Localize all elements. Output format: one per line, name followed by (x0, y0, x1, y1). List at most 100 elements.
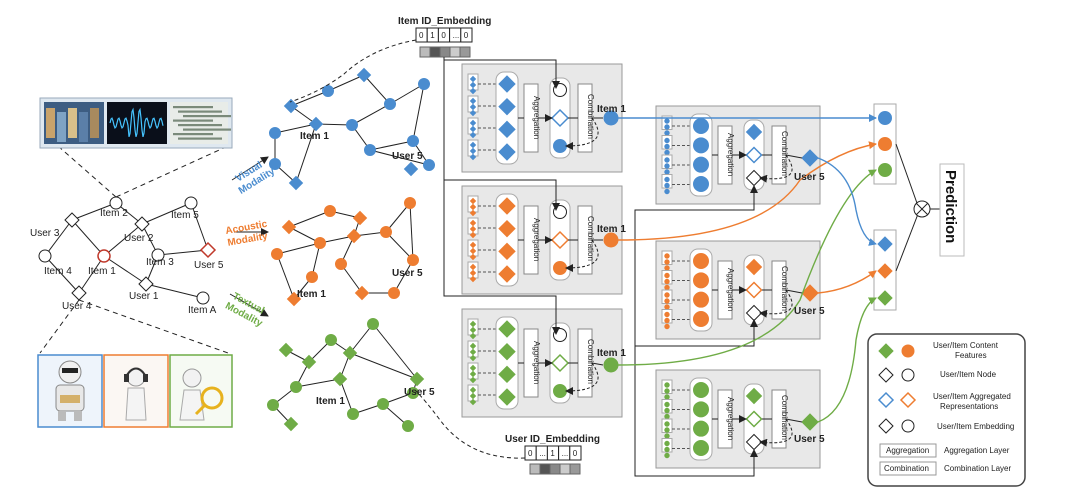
feature-dot (664, 253, 670, 259)
video-thumb (90, 108, 99, 138)
subgraph-node (288, 175, 304, 191)
neighbor-node (498, 97, 516, 116)
acoustic-subgraph-user5: User 5 (392, 268, 423, 279)
neighbor-node (693, 401, 709, 418)
subgraph-node (308, 116, 324, 132)
textual-subgraph-item1: Item 1 (316, 396, 345, 407)
feature-dot (664, 323, 670, 330)
feature-dot (469, 354, 477, 362)
visual-subgraph-item1: Item 1 (300, 131, 329, 142)
user-rep-textual (877, 290, 893, 306)
subgraph-node (402, 420, 414, 432)
acoustic-modality-label: Acoustic Modality (225, 219, 269, 249)
legend-combination-chip (879, 461, 937, 476)
neighbor-node (498, 242, 516, 261)
user-id-embedding: 0...1...0 (414, 389, 582, 475)
legend-aggregated-line1: User/Item Aggregated (933, 392, 1011, 401)
feature-dot (469, 87, 477, 95)
content-node (553, 139, 567, 153)
graph-edge (44, 255, 80, 294)
feature-dot (664, 278, 670, 285)
text-line (178, 110, 222, 113)
audio-waveform (107, 102, 167, 144)
feature-dot (469, 209, 477, 217)
graph-edge (157, 249, 209, 256)
item-bit: 1 (430, 31, 435, 40)
feature-dot (664, 427, 670, 433)
legend (867, 333, 1026, 487)
feature-dot (664, 259, 670, 265)
feature-dot (469, 269, 477, 277)
subgraph-node (407, 254, 419, 266)
textual-item-panel-output: Item 1 (597, 348, 626, 359)
combination-label: Combination (780, 266, 789, 311)
graph-node-user3 (64, 212, 80, 228)
item-embedding-cell (449, 46, 461, 58)
graph-node-item5 (184, 196, 198, 210)
feature-dot (469, 131, 477, 139)
bottom-media-strip (37, 354, 233, 428)
acoustic-subgraph-item1: Item 1 (297, 289, 326, 300)
feature-dot (664, 413, 670, 420)
graph-edge (103, 223, 143, 257)
neighbor-node (498, 388, 516, 406)
robot-leg (58, 411, 66, 421)
figure-head (182, 368, 202, 388)
subgraph-node (281, 219, 297, 235)
prediction-box (939, 163, 965, 257)
neighbor-node (693, 420, 709, 437)
visual-user-route (817, 157, 877, 246)
legend-content-features-line1: User/Item Content (933, 341, 999, 350)
robot-leg (74, 411, 82, 421)
subgraph-node (377, 398, 389, 410)
feature-dot (664, 149, 670, 156)
aggregation-label: Aggregation (726, 397, 735, 440)
graph-edge (44, 219, 73, 257)
subgraph-node (346, 119, 358, 131)
subgraph-edge (389, 83, 425, 105)
subgraph-node (269, 127, 281, 139)
prediction-routing (617, 114, 877, 423)
combination-loop (759, 289, 793, 318)
graph-label-user3: User 3 (30, 228, 60, 239)
feature-dot (469, 219, 477, 227)
feature-dot (664, 421, 670, 427)
feature-dot (469, 247, 477, 255)
subgraph-node (346, 228, 362, 244)
textual-subgraph-user5: User 5 (404, 387, 435, 398)
to-output (591, 362, 604, 366)
legend-embedding: User/Item Embedding (937, 422, 1014, 431)
embedding-routing (443, 57, 758, 477)
legend-node-diamond (878, 367, 894, 383)
user-embedding-route (635, 319, 758, 347)
feature-dot (469, 141, 477, 149)
item-bit: 0 (441, 31, 446, 40)
item-rep-textual (878, 163, 892, 177)
feature-dot (469, 197, 477, 205)
feature-dot (469, 386, 477, 394)
subgraph-node (332, 371, 348, 387)
dashed-connector (115, 145, 229, 198)
text-frame (170, 102, 228, 144)
subgraph-edge (276, 242, 321, 255)
embedding-node (553, 328, 567, 342)
text-line (178, 124, 222, 127)
feature-dot (664, 157, 670, 163)
aggregation-label: Aggregation (532, 341, 541, 384)
subgraph-node (301, 354, 317, 370)
video-thumb (79, 112, 88, 142)
feature-dot (664, 292, 670, 298)
visual-user-panel-output: User 5 (794, 172, 825, 183)
subgraph-node (342, 345, 358, 361)
feature-dot (469, 225, 477, 233)
graph-label-user1: User 1 (129, 291, 159, 302)
headphone-cup (143, 374, 148, 382)
subgraph-node (269, 158, 281, 170)
feature-dot (469, 81, 477, 89)
visual-subgraph (269, 67, 435, 191)
neighbor-node (498, 75, 516, 93)
feature-dot (664, 137, 670, 144)
neighbor-node (498, 320, 516, 338)
